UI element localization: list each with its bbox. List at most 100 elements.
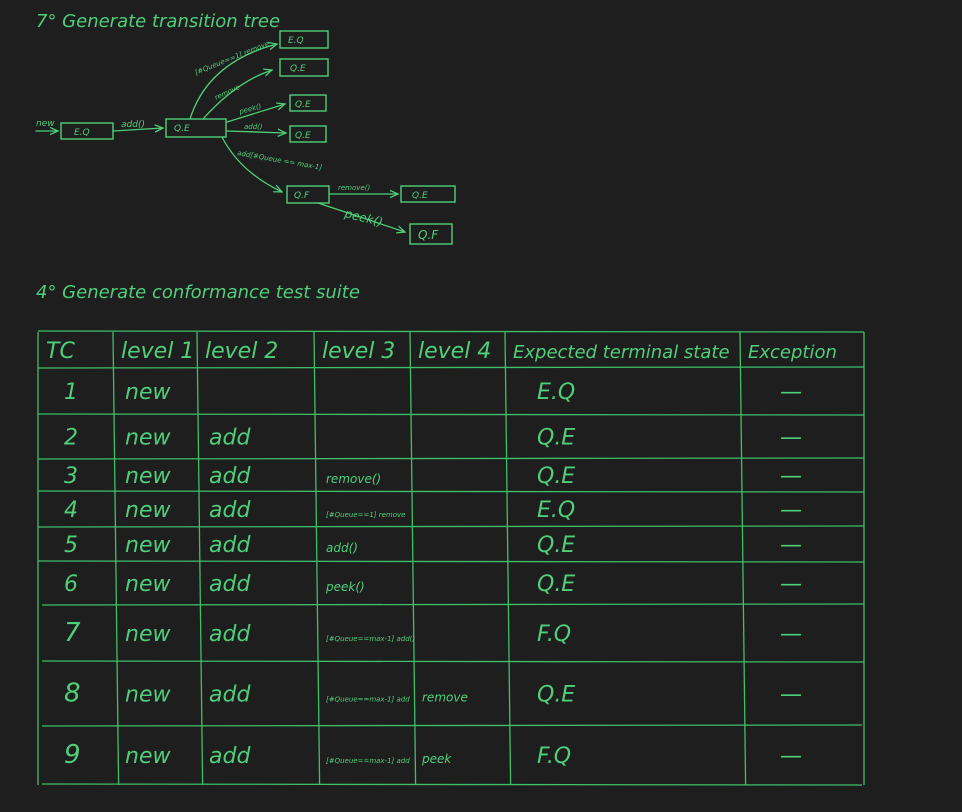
table-row-line: [37, 490, 865, 493]
table-cell: 1: [64, 380, 78, 405]
table-cell: —: [780, 464, 802, 489]
table-header-cell: level 1: [121, 339, 194, 364]
table-cell: peek: [421, 752, 452, 766]
table-cell: add: [209, 498, 251, 523]
table-cell: Q.E: [537, 572, 575, 597]
start-arrow-label: new: [36, 119, 55, 129]
table-header-cell: Exception: [748, 342, 837, 363]
edge-peek-label: peek(): [237, 102, 262, 116]
table-cell: Q.E: [537, 464, 575, 489]
table-row-line: [37, 457, 865, 460]
table-cell: add: [209, 622, 251, 647]
table-cell: new: [125, 498, 171, 523]
table-cell: [#Queue==1] remove: [326, 511, 405, 519]
node-qe-5-label: Q.E: [412, 191, 428, 201]
edge-add-guard-label: add[#Queue == max-1]: [237, 149, 323, 172]
edge-add2-arrow: [226, 131, 286, 133]
table-header-cell: Expected terminal state: [513, 342, 730, 363]
table-cell: [#Queue==max-1] add: [326, 757, 410, 765]
table-cell: add: [209, 572, 251, 597]
node-qf-box: [286, 185, 330, 204]
table-row-line: [41, 724, 863, 727]
table-cell: add: [209, 744, 251, 769]
table-cell: 7: [64, 618, 81, 648]
table-cell: [#Queue==max-1] add: [326, 696, 410, 704]
table-header-cell: level 4: [418, 339, 491, 364]
node-qf-label: Q.F: [294, 191, 310, 201]
edge-add-label: add(): [121, 120, 145, 130]
table-cell: add(): [326, 541, 358, 555]
table-cell: peek(): [325, 580, 365, 594]
table-cell: new: [125, 683, 171, 708]
table-cell: Q.E: [537, 683, 575, 708]
table-cell: —: [780, 533, 802, 558]
table-row-line: [41, 603, 865, 606]
edge-add-arrow: [112, 128, 163, 131]
table-cell: remove: [422, 691, 468, 705]
table-row: 1 new E.Q —: [64, 380, 802, 405]
edge-qf-peek-label: peek(): [342, 206, 384, 229]
table-cell: —: [780, 622, 802, 647]
edge-add2-label: add(): [244, 123, 263, 131]
table-cell: new: [125, 572, 171, 597]
node-qe-4-label: Q.E: [295, 131, 311, 141]
table-cell: E.Q: [537, 380, 575, 405]
table-cell: Q.E: [537, 533, 575, 558]
node-qe-2-box: [279, 58, 329, 77]
table-header-cell: TC: [46, 339, 75, 364]
edge-remove-arrow: [202, 70, 272, 120]
table-cell: —: [780, 572, 802, 597]
table-col-line: [409, 331, 417, 786]
node-root-label: E.Q: [74, 128, 90, 138]
table-header-cell: level 2: [205, 339, 278, 364]
node-qe-4-box: [289, 125, 327, 143]
table-cell: new: [125, 426, 171, 451]
table-cell: —: [780, 380, 802, 405]
table-cell: 5: [64, 533, 78, 558]
table-cell: 6: [64, 572, 78, 597]
table-cell: new: [125, 380, 171, 405]
section-4-heading: 4° Generate conformance test suite: [36, 282, 360, 303]
table-cell: F.Q: [537, 622, 571, 647]
table-cell: F.Q: [537, 744, 571, 769]
section-7-heading: 7° Generate transition tree: [36, 11, 280, 32]
table-row: 6 new add peek() Q.E —: [64, 572, 802, 597]
node-qf-2-label: Q.F: [418, 228, 439, 242]
table-cell: remove(): [326, 472, 381, 486]
table-cell: new: [125, 622, 171, 647]
table-cell: new: [125, 533, 171, 558]
table-row-line: [37, 330, 865, 333]
table-row-line: [37, 560, 865, 563]
edge-qf-peek-arrow: [317, 202, 405, 232]
table-row-line: [41, 783, 863, 786]
table-cell: add: [209, 683, 251, 708]
table-col-line: [196, 331, 204, 786]
table-row-line: [41, 660, 865, 663]
table-cell: add: [209, 426, 251, 451]
table-cell: —: [780, 744, 802, 769]
table-header-cell: level 3: [322, 339, 395, 364]
table-cell: add: [209, 533, 251, 558]
table-cell: 9: [64, 740, 81, 770]
table-row-line: [37, 413, 865, 416]
node-qe-2-label: Q.E: [290, 64, 306, 74]
table-cell: E.Q: [537, 498, 575, 523]
table-cell: —: [780, 683, 802, 708]
node-qe-box: [165, 118, 227, 138]
table-row-line: [37, 525, 865, 528]
edge-remove-label: remove: [213, 83, 241, 102]
table-cell: 4: [64, 498, 78, 523]
table-col-line: [504, 331, 512, 786]
node-qe-5-box: [400, 185, 456, 203]
edge-remove-guard-arrow: [189, 44, 277, 120]
node-qe-label: Q.E: [174, 124, 190, 134]
edge-peek-arrow: [226, 104, 285, 123]
edge-add-guard-arrow: [221, 136, 282, 192]
